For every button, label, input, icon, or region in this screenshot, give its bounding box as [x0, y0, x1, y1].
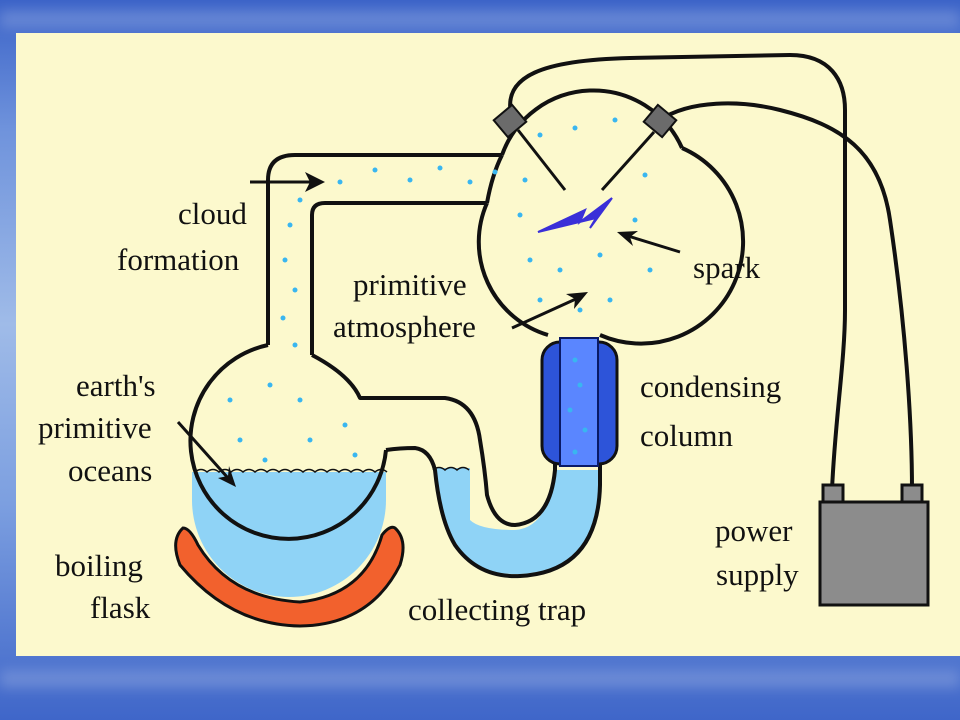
diagram-panel: cloud formation primitive atmosphere spa… — [16, 33, 960, 656]
wire-left — [508, 52, 847, 491]
label-earths: earth's — [76, 368, 156, 403]
label-primitive: primitive — [353, 267, 467, 302]
label-formation: formation — [117, 242, 240, 277]
label-atmosphere: atmosphere — [333, 309, 476, 344]
miller-urey-diagram: cloud formation primitive atmosphere spa… — [38, 52, 930, 628]
battery-terminal-left — [821, 483, 845, 505]
electrode-left — [492, 103, 528, 139]
ocean-water — [192, 472, 386, 597]
heating-mantle — [174, 525, 405, 628]
label-cloud: cloud — [178, 196, 247, 231]
wire-right — [658, 101, 914, 491]
trap-water — [433, 468, 600, 575]
trap-surface-waves — [432, 466, 470, 471]
label-column: column — [640, 418, 733, 453]
label-boiling: boiling — [55, 548, 143, 583]
label-oceans: oceans — [68, 453, 152, 488]
label-power: power — [715, 513, 793, 548]
annotation-arrows — [176, 172, 681, 487]
label-spark: spark — [693, 250, 761, 285]
label-flask: flask — [90, 590, 151, 625]
label-condensing: condensing — [640, 369, 781, 404]
background-streak — [0, 10, 960, 28]
label-collecting-trap: collecting trap — [408, 592, 586, 627]
label-supply: supply — [716, 557, 799, 592]
ocean-surface-waves — [194, 468, 388, 473]
background-streak — [0, 670, 960, 688]
electrode-wire-right — [600, 130, 656, 192]
spark-bolt — [537, 197, 613, 233]
battery-terminal-right — [900, 483, 924, 505]
label-primitive-2: primitive — [38, 410, 152, 445]
condensing-inner-tube — [559, 337, 599, 467]
electrode-right — [642, 103, 678, 139]
battery — [818, 500, 930, 607]
electrode-wire-left — [516, 129, 567, 191]
vapor-particles — [227, 117, 653, 463]
